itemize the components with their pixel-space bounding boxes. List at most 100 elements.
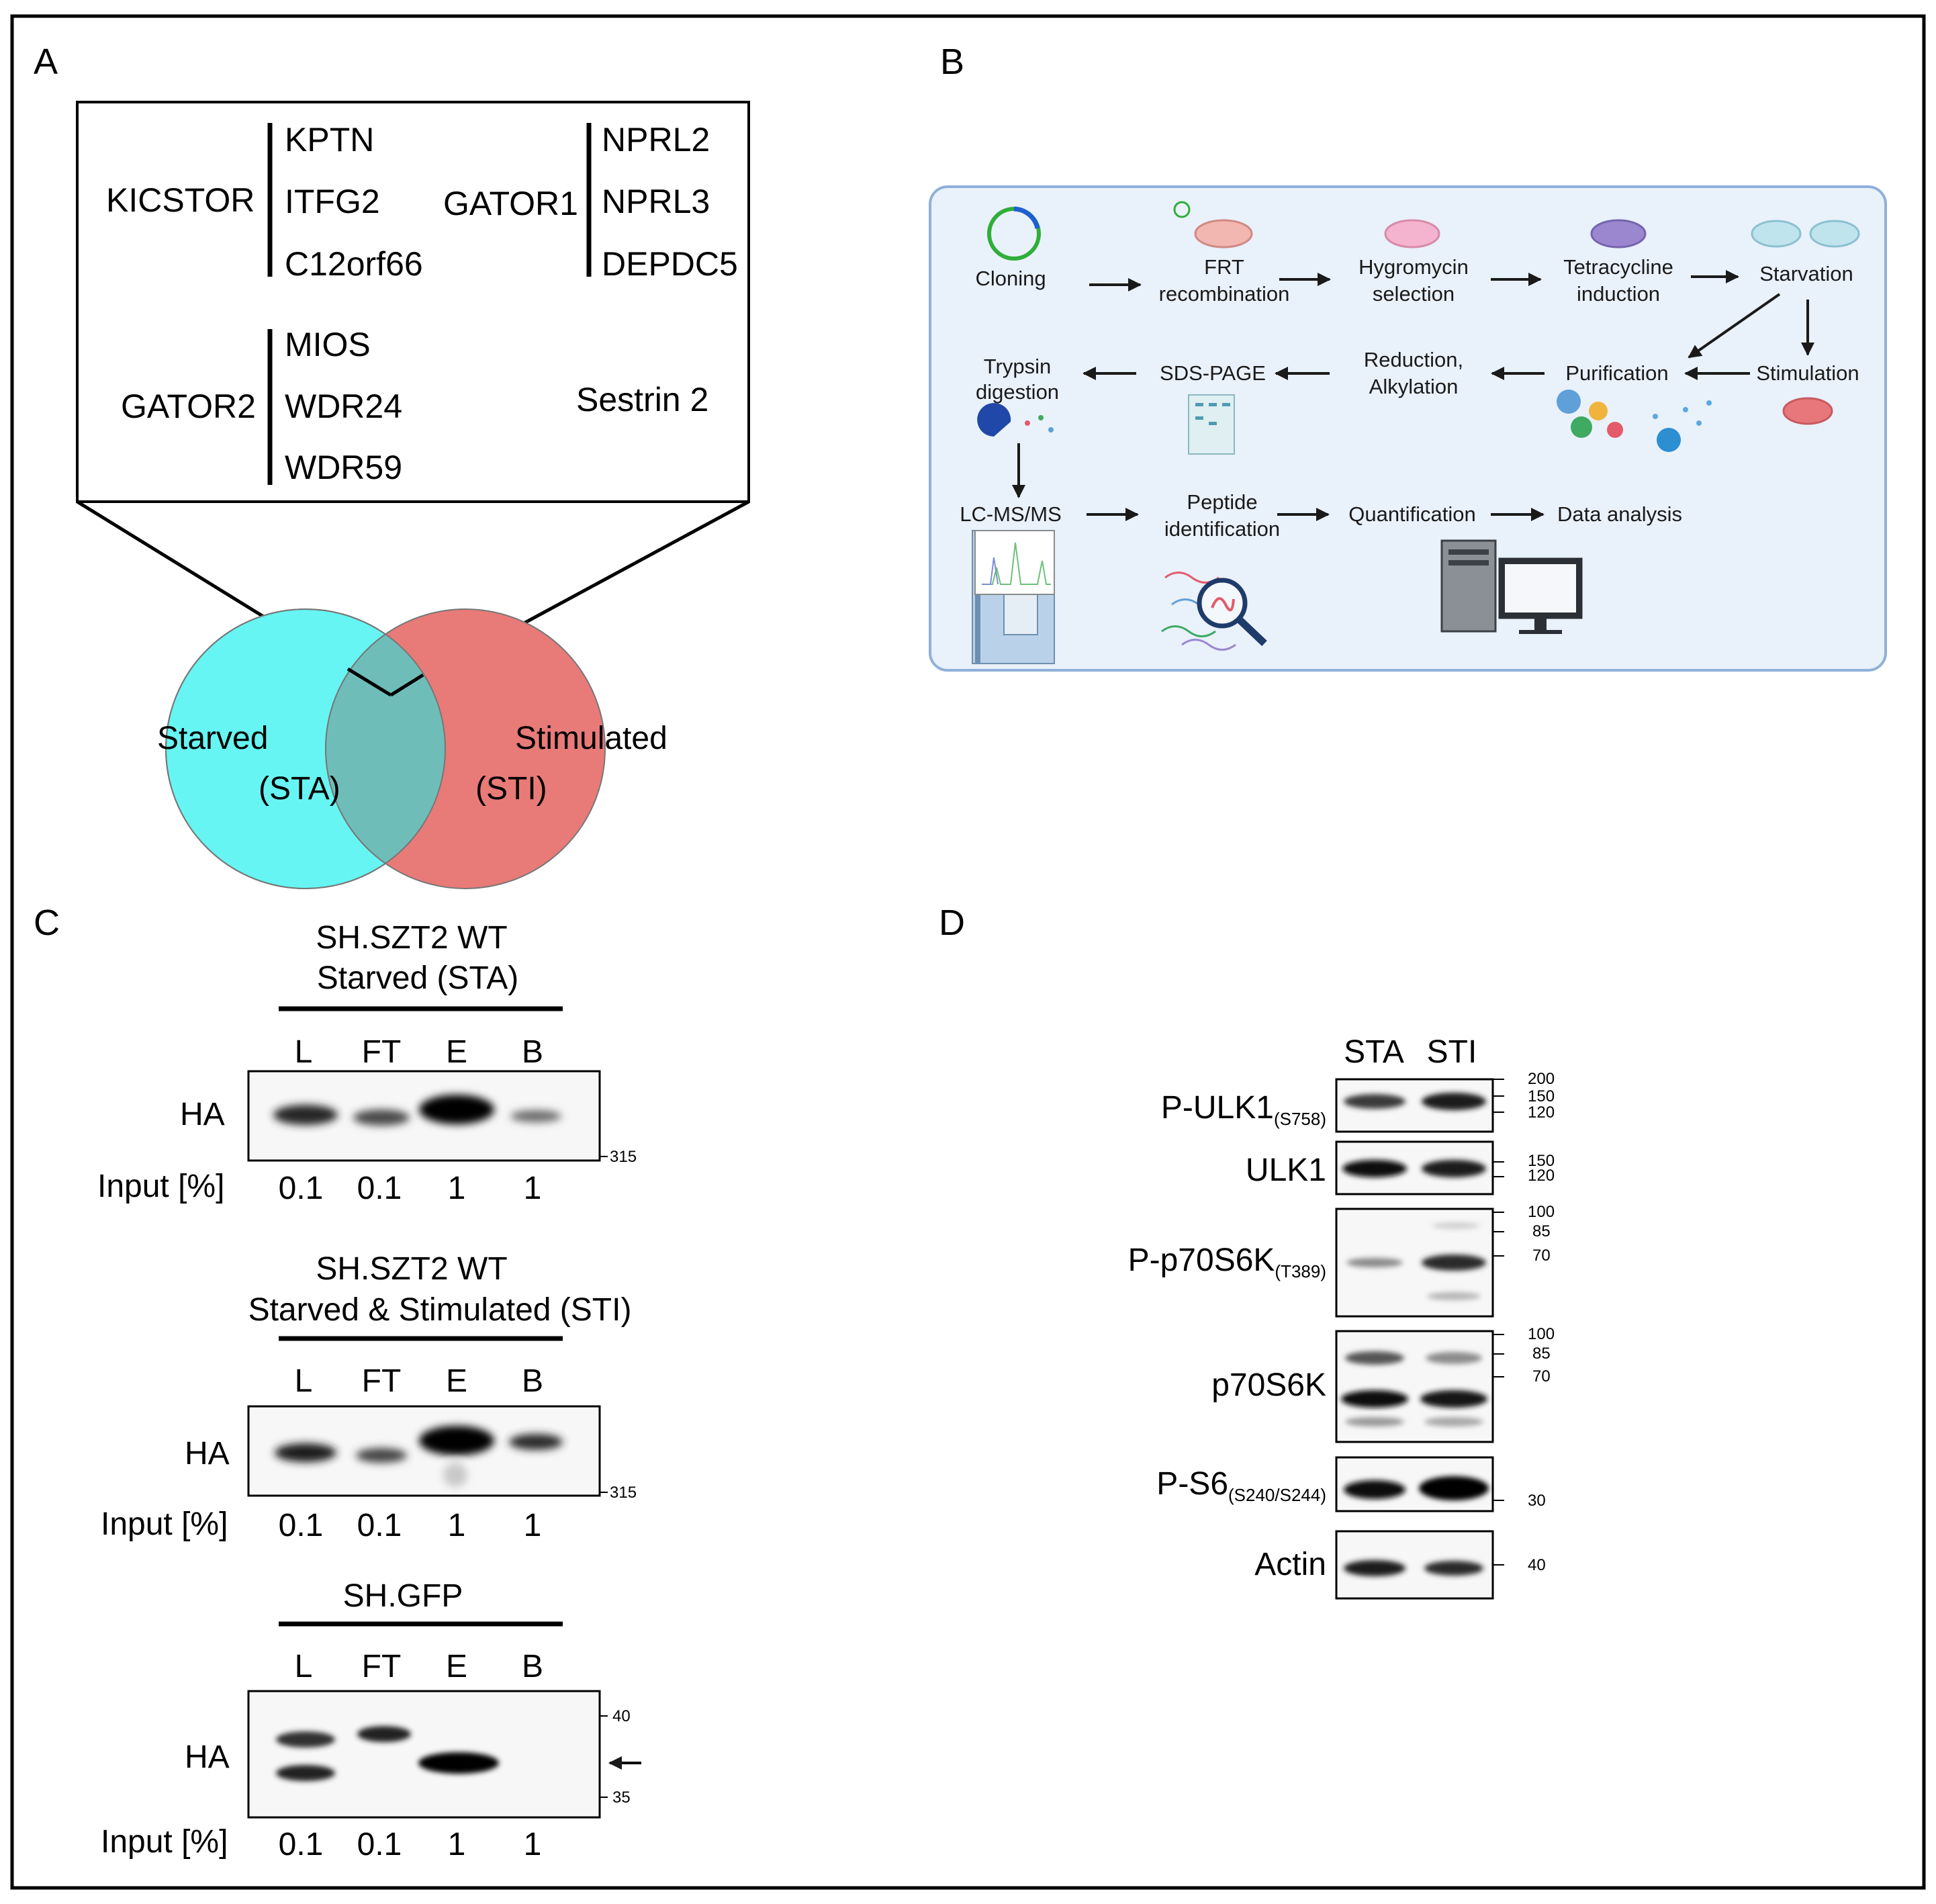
- panel-label-c: C: [34, 903, 60, 943]
- step-tetracycline-1: Tetracycline: [1563, 255, 1673, 279]
- step-quantification: Quantification: [1348, 502, 1476, 526]
- protease-icon: [977, 403, 1054, 437]
- figure-border: [10, 14, 1926, 1890]
- venn-label-starved: Starved: [157, 721, 268, 756]
- member-nprl3: NPRL3: [602, 183, 710, 220]
- d-ulk1-mw-150: 150: [1528, 1152, 1555, 1170]
- workflow-arrows: [1012, 270, 1814, 521]
- peptide-search-icon: [1161, 572, 1267, 651]
- d-pp70s6k-label: P-p70S6K: [1128, 1242, 1275, 1278]
- c3-lane-l: L: [295, 1649, 313, 1684]
- d-pulk1-mw-200: 200: [1528, 1070, 1555, 1088]
- blot-c3: SH.GFP L FT E B HA 40 35 Input [%] 0.1 0…: [101, 1578, 641, 1862]
- c3-title-1: SH.GFP: [343, 1578, 463, 1614]
- c3-lane-b: B: [522, 1649, 543, 1684]
- d-pulk1-site: (S758): [1274, 1109, 1326, 1129]
- venn-label-stimulated: Stimulated: [515, 721, 667, 756]
- member-mios: MIOS: [285, 326, 371, 363]
- step-cloning: Cloning: [975, 267, 1046, 290]
- member-wdr59: WDR59: [285, 449, 402, 486]
- c2-lane-l: L: [295, 1363, 313, 1399]
- blot-d-ulk1: ULK1 150 120: [1246, 1140, 1555, 1195]
- c2-antibody: HA: [185, 1436, 230, 1471]
- svg-text:P-S6(S240/S244): P-S6(S240/S244): [1156, 1466, 1326, 1505]
- c2-input-ft: 0.1: [357, 1508, 402, 1543]
- d-ps6-mw-30: 30: [1528, 1492, 1546, 1510]
- c3-input-b: 1: [524, 1827, 542, 1862]
- c3-lane-ft: FT: [362, 1649, 402, 1684]
- panel-label-b: B: [940, 42, 964, 82]
- step-hygromycin-2: selection: [1373, 282, 1455, 306]
- blot-d-p70s6k: p70S6K 100 85 70: [1211, 1325, 1555, 1443]
- petri-dish-stimulation-icon: [1782, 397, 1833, 425]
- c1-lane-b: B: [522, 1034, 543, 1070]
- venn-overlap: [325, 609, 445, 889]
- d-pp70s6k-mw-85: 85: [1532, 1222, 1551, 1240]
- member-wdr24: WDR24: [285, 388, 402, 425]
- panel-label-d: D: [939, 903, 965, 943]
- d-p70s6k-mw-85: 85: [1532, 1345, 1551, 1363]
- d-ps6-label: P-S6: [1156, 1466, 1228, 1502]
- d-pulk1-mw-120: 120: [1528, 1103, 1555, 1122]
- d-lane-sta: STA: [1344, 1034, 1404, 1070]
- petri-dish-frt-icon: [1173, 201, 1253, 248]
- blot-d-ps6: P-S6(S240/S244) 30: [1156, 1456, 1546, 1512]
- c1-title-2: Starved (STA): [317, 960, 519, 996]
- d-ulk1-mw-120: 120: [1528, 1167, 1555, 1185]
- c3-marker-40: 40: [612, 1707, 631, 1725]
- d-pp70s6k-mw-100: 100: [1528, 1203, 1555, 1221]
- d-lane-sti: STI: [1427, 1034, 1477, 1070]
- step-tetracycline-2: induction: [1577, 282, 1660, 306]
- step-starvation: Starvation: [1759, 262, 1853, 285]
- step-trypsin-2: digestion: [976, 380, 1059, 404]
- spectrum-inset-icon: [974, 530, 1055, 595]
- computer-icon: [1440, 539, 1583, 634]
- step-frt-2: recombination: [1159, 282, 1290, 306]
- member-nprl2: NPRL2: [602, 121, 710, 158]
- d-p70s6k-mw-100: 100: [1528, 1325, 1555, 1343]
- blot-d-pp70s6k: P-p70S6K(T389) 100 85 70: [1128, 1203, 1555, 1318]
- step-reduction-2: Alkylation: [1369, 375, 1459, 398]
- gel-icon: [1188, 394, 1235, 455]
- d-p70s6k-label: p70S6K: [1211, 1367, 1326, 1403]
- blot-c1: SH.SZT2 WT Starved (STA) L FT E B HA 315…: [97, 920, 637, 1206]
- group-kicstor: KICSTOR: [106, 181, 255, 219]
- group-gator1: GATOR1: [443, 185, 578, 222]
- c2-input-l: 0.1: [279, 1508, 324, 1543]
- complex-box: [76, 101, 750, 503]
- c1-input-b: 1: [524, 1171, 542, 1206]
- petri-dish-tetracycline-icon: [1590, 219, 1647, 248]
- step-stimulation: Stimulation: [1756, 361, 1859, 385]
- step-trypsin-1: Trypsin: [984, 355, 1051, 378]
- c3-marker-35: 35: [612, 1788, 631, 1807]
- c2-title-2: Starved & Stimulated (STI): [248, 1292, 632, 1328]
- step-purification: Purification: [1565, 361, 1668, 385]
- c2-input-e: 1: [448, 1508, 466, 1543]
- svg-text:P-ULK1(S758): P-ULK1(S758): [1161, 1090, 1326, 1129]
- c2-lane-ft: FT: [362, 1363, 402, 1399]
- c1-input-label: Input [%]: [97, 1169, 224, 1204]
- c2-lane-b: B: [522, 1363, 543, 1399]
- venn-label-sta: (STA): [259, 771, 340, 807]
- workflow-box: [929, 185, 1887, 672]
- member-c12orf66: C12orf66: [285, 245, 423, 283]
- c1-title-1: SH.SZT2 WT: [316, 920, 507, 956]
- c1-lane-l: L: [295, 1034, 313, 1070]
- c2-input-b: 1: [524, 1508, 542, 1543]
- group-gator2: GATOR2: [121, 388, 256, 425]
- member-depdc5: DEPDC5: [602, 245, 738, 283]
- step-reduction-1: Reduction,: [1364, 348, 1463, 371]
- d-actin-label: Actin: [1254, 1547, 1326, 1582]
- petri-dish-starvation-icon: [1751, 220, 1860, 248]
- c2-lane-e: E: [446, 1363, 467, 1399]
- d-ulk1-label: ULK1: [1246, 1152, 1326, 1188]
- purification-icon: [1557, 390, 1712, 452]
- c1-input-e: 1: [448, 1171, 466, 1206]
- c2-title-1: SH.SZT2 WT: [316, 1251, 507, 1287]
- step-sds-page: SDS-PAGE: [1160, 361, 1266, 385]
- d-ps6-site: (S240/S244): [1228, 1485, 1326, 1505]
- blot-c2: SH.SZT2 WT Starved & Stimulated (STI) L …: [101, 1251, 637, 1543]
- d-pp70s6k-site: (T389): [1275, 1261, 1326, 1281]
- c1-input-ft: 0.1: [357, 1171, 402, 1206]
